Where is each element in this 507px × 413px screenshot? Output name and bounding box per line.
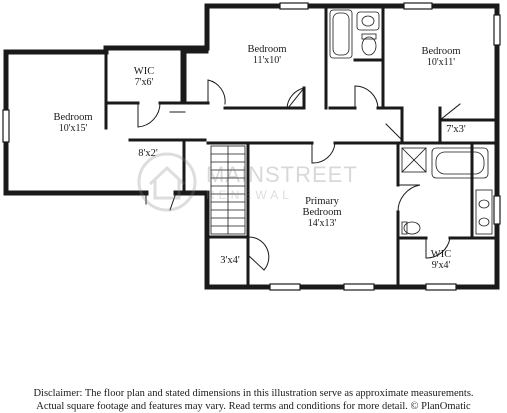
disclaimer: Disclaimer: The floor plan and stated di…	[0, 387, 507, 413]
room-dimensions: 7'x6'	[134, 77, 154, 88]
windows	[2, 2, 501, 291]
exterior-walls	[3, 3, 500, 290]
room-dimensions: 10'x15'	[58, 123, 88, 134]
room-label-hall-closet: 8'x2'	[128, 148, 168, 159]
interior-walls	[104, 4, 499, 289]
stairs	[210, 145, 246, 235]
room-label-wic-left: WIC 7'x6'	[114, 66, 174, 88]
room-label-bedroom-left: Bedroom 10'x15'	[38, 112, 108, 134]
primary-bath-fixtures	[401, 147, 493, 235]
room-name-line2: Bedroom	[302, 207, 342, 218]
room-label-primary-bedroom: Primary Bedroom 14'x13'	[282, 196, 362, 229]
watermark: MAINSTREET RENEWAL	[132, 152, 382, 212]
room-name: Bedroom	[247, 44, 287, 55]
room-name: WIC	[133, 66, 155, 77]
room-dimensions: 9'x4'	[431, 260, 451, 271]
room-name: Bedroom	[421, 46, 461, 57]
watermark-house-icon	[137, 152, 197, 212]
room-label-bedroom-right: Bedroom 10'x11'	[406, 46, 476, 68]
room-label-wic-primary: WIC 9'x4'	[416, 249, 466, 271]
watermark-brand: MAINSTREET	[206, 162, 358, 187]
room-dimensions: 8'x2'	[138, 148, 158, 159]
room-name: WIC	[430, 249, 452, 260]
doors	[137, 79, 461, 271]
room-name-line1: Primary	[305, 196, 339, 207]
hall-bath-fixtures	[329, 9, 380, 59]
room-dimensions: 14'x13'	[307, 218, 337, 229]
room-label-closet-right: 7'x3'	[436, 124, 476, 135]
room-dimensions: 7'x3'	[446, 124, 466, 135]
room-name: Bedroom	[53, 112, 93, 123]
disclaimer-line-2: Actual square footage and features may v…	[36, 401, 471, 412]
room-dimensions: 3'x4'	[220, 255, 240, 266]
watermark-sub: RENEWAL	[206, 188, 293, 202]
room-dimensions: 10'x11'	[426, 57, 456, 68]
room-label-closet-small: 3'x4'	[210, 255, 250, 266]
room-dimensions: 11'x10'	[252, 55, 282, 66]
room-label-bedroom-top: Bedroom 11'x10'	[232, 44, 302, 66]
disclaimer-line-1: Disclaimer: The floor plan and stated di…	[33, 388, 474, 399]
